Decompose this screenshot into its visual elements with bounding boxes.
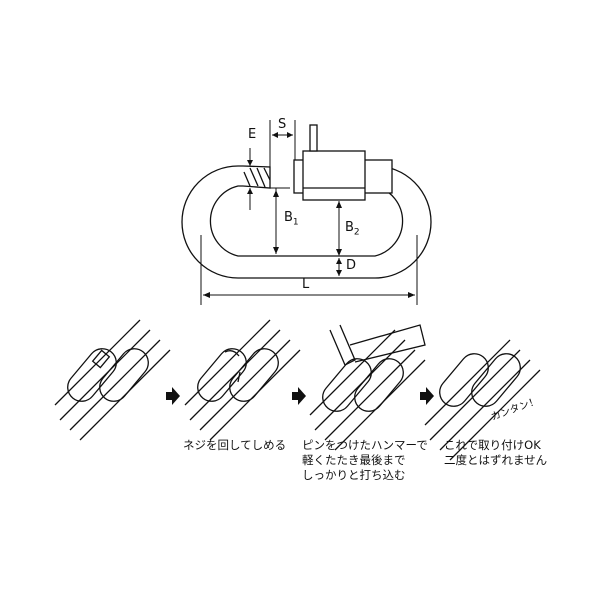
step-4-illustration xyxy=(424,339,541,461)
step-1-caption: ネジを回してしめる xyxy=(183,438,286,453)
step-3-caption: これで取り付けOK 二度とはずれません xyxy=(444,438,547,468)
caption-line: これで取り付けOK xyxy=(444,438,541,452)
quick-link-schematic xyxy=(181,120,432,305)
arrow-icon xyxy=(292,387,306,405)
dim-label-s: S xyxy=(278,117,287,132)
caption-line: 軽くたたき最後まで xyxy=(302,453,406,467)
dim-label-l: L xyxy=(302,277,310,292)
step-3-illustration xyxy=(309,324,426,451)
caption-line: ピンをつけたハンマーで xyxy=(302,438,428,452)
step-2-caption: ピンをつけたハンマーで 軽くたたき最後まで しっかりと打ち込む xyxy=(302,438,428,483)
caption-line: しっかりと打ち込む xyxy=(302,468,406,482)
dim-label-d: D xyxy=(346,258,357,273)
step-illustrations xyxy=(54,319,541,461)
caption-line: ネジを回してしめる xyxy=(183,438,287,452)
dim-label-b1-main: B xyxy=(284,210,293,225)
dim-label-b2-main: B xyxy=(345,220,354,235)
arrow-icon xyxy=(420,387,434,405)
dim-label-b2-sub: 2 xyxy=(353,227,360,238)
step-1-illustration xyxy=(54,319,171,441)
dim-label-e: E xyxy=(248,127,257,142)
dim-label-b1-sub: 1 xyxy=(292,217,299,228)
caption-line: 二度とはずれません xyxy=(444,453,548,467)
dim-label-b1: B1 xyxy=(284,210,299,228)
step-2-illustration xyxy=(184,319,301,441)
arrow-icon xyxy=(166,387,180,405)
dim-label-b2: B2 xyxy=(345,220,360,238)
